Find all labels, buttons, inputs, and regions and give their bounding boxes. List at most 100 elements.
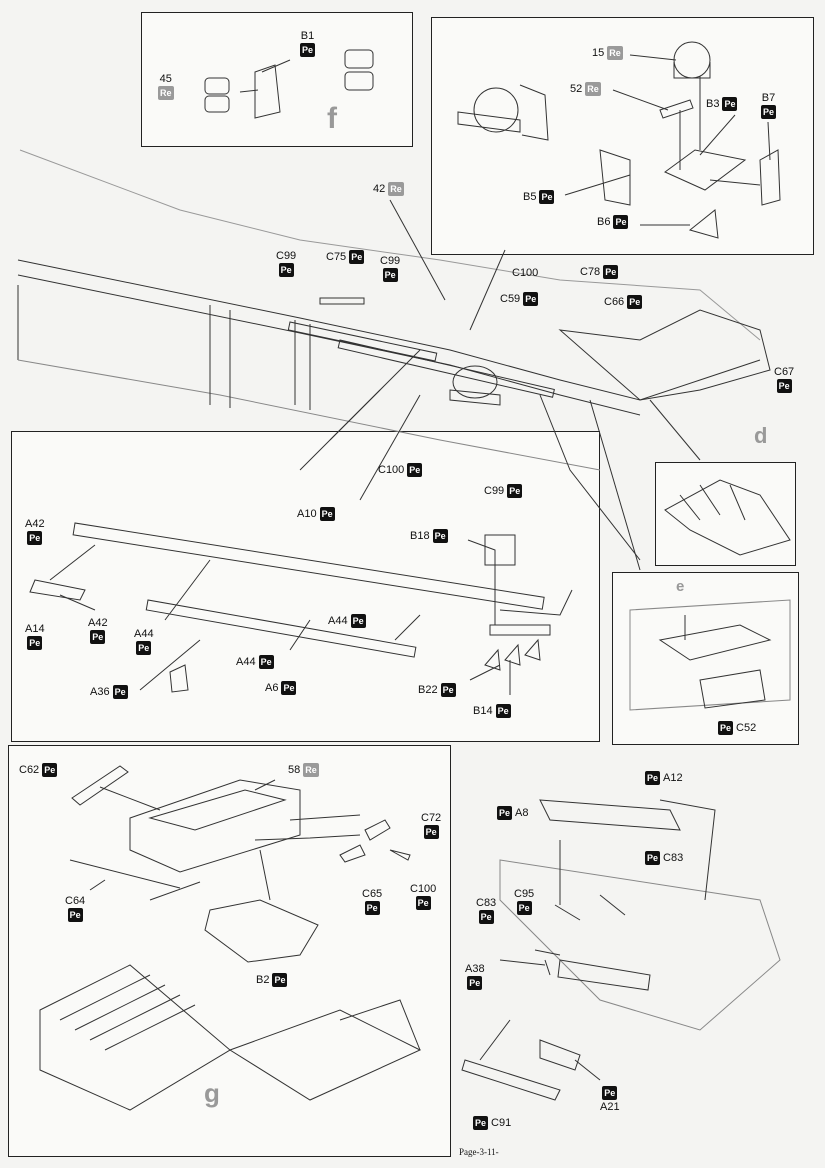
code-b5: B5 (523, 191, 537, 203)
label-a14: A14 Pe (25, 623, 45, 650)
label-c95: C95 Pe (514, 888, 534, 915)
badge-pe: Pe (507, 484, 523, 498)
code-c100: C100 (378, 464, 405, 476)
badge-pe: Pe (364, 901, 380, 915)
label-52: 52 Re (570, 82, 601, 96)
badge-pe: Pe (136, 641, 152, 655)
badge-pe: Pe (722, 97, 738, 111)
label-b22: B22 Pe (418, 683, 456, 697)
code-b22: B22 (418, 684, 438, 696)
code-c83: C83 (663, 852, 684, 864)
badge-pe: Pe (278, 263, 294, 277)
label-c99-mid: C99 Pe (380, 255, 400, 282)
code-b6: B6 (597, 216, 611, 228)
code-a42: A42 (25, 518, 45, 530)
code-c59: C59 (500, 293, 521, 305)
label-c78: C78 Pe (580, 265, 619, 279)
label-a12: Pe A12 (645, 771, 683, 785)
detail-left-rail-panel (11, 431, 600, 742)
badge-pe: Pe (67, 908, 83, 922)
label-a44-mid: A44 Pe (236, 655, 274, 669)
label-c91: Pe C91 (473, 1116, 511, 1130)
badge-re: Re (585, 82, 601, 96)
code-a21: A21 (600, 1101, 620, 1113)
section-letter-e: e (676, 578, 685, 595)
code-c95: C95 (514, 888, 535, 900)
badge-re: Re (388, 182, 404, 196)
label-45: 45 Re (158, 73, 174, 100)
badge-pe: Pe (613, 215, 629, 229)
badge-pe: Pe (718, 721, 734, 735)
badge-pe: Pe (473, 1116, 489, 1130)
code-b14: B14 (473, 705, 493, 717)
label-a21: Pe A21 (600, 1086, 620, 1113)
code-a38: A38 (465, 963, 485, 975)
badge-pe: Pe (281, 681, 297, 695)
label-c72: C72 Pe (421, 812, 441, 839)
code-a44: A44 (236, 656, 256, 668)
code-a6: A6 (265, 682, 279, 694)
label-c65: C65 Pe (362, 888, 382, 915)
badge-pe: Pe (432, 529, 448, 543)
label-15: 15 Re (592, 46, 623, 60)
label-a44-left: A44 Pe (134, 628, 154, 655)
label-b18: B18 Pe (410, 529, 448, 543)
label-c62: C62 Pe (19, 763, 58, 777)
badge-re: Re (303, 763, 319, 777)
code-c99: C99 (380, 255, 401, 267)
code-c99: C99 (484, 485, 505, 497)
label-42: 42 Re (373, 182, 404, 196)
label-c83-right: Pe C83 (645, 851, 683, 865)
label-b14: B14 Pe (473, 704, 511, 718)
label-c99-low: C99 Pe (484, 484, 523, 498)
label-c66: C66 Pe (604, 295, 643, 309)
label-c99-left: C99 Pe (276, 250, 296, 277)
detail-e-panel (612, 572, 799, 745)
label-b6: B6 Pe (597, 215, 629, 229)
badge-pe: Pe (467, 976, 483, 990)
code-c62: C62 (19, 764, 40, 776)
label-a6: A6 Pe (265, 681, 297, 695)
badge-pe: Pe (382, 268, 398, 282)
code-b1: B1 (300, 30, 315, 42)
section-letter-d: d (754, 423, 768, 448)
label-b2: B2 Pe (256, 973, 288, 987)
code-c100: C100 (512, 267, 539, 279)
badge-pe: Pe (112, 685, 128, 699)
code-c91: C91 (491, 1117, 512, 1129)
label-b7: B7 Pe (761, 92, 777, 119)
code-c72: C72 (421, 812, 442, 824)
code-a44: A44 (328, 615, 348, 627)
code-a12: A12 (663, 772, 683, 784)
badge-re: Re (158, 86, 174, 100)
badge-pe: Pe (423, 825, 439, 839)
label-c59: C59 Pe (500, 292, 539, 306)
label-b5: B5 Pe (523, 190, 555, 204)
code-52: 52 (570, 83, 583, 95)
label-58: 58 Re (288, 763, 319, 777)
label-c83-left: C83 Pe (476, 897, 496, 924)
badge-pe: Pe (495, 704, 511, 718)
badge-pe: Pe (539, 190, 555, 204)
badge-re: Re (607, 46, 623, 60)
label-c75: C75 Pe (326, 250, 365, 264)
badge-pe: Pe (627, 295, 643, 309)
code-b3: B3 (706, 98, 720, 110)
code-c65: C65 (362, 888, 383, 900)
badge-pe: Pe (415, 896, 431, 910)
label-a36: A36 Pe (90, 685, 128, 699)
code-a42: A42 (88, 617, 108, 629)
code-42: 42 (373, 183, 386, 195)
badge-pe: Pe (27, 531, 43, 545)
badge-pe: Pe (523, 292, 539, 306)
badge-pe: Pe (602, 1086, 618, 1100)
label-a8: Pe A8 (497, 806, 528, 820)
label-c67: C67 Pe (774, 366, 794, 393)
code-a8: A8 (515, 807, 529, 819)
badge-pe: Pe (272, 973, 288, 987)
code-c78: C78 (580, 266, 601, 278)
badge-pe: Pe (300, 43, 316, 57)
badge-pe: Pe (258, 655, 274, 669)
badge-pe: Pe (776, 379, 792, 393)
